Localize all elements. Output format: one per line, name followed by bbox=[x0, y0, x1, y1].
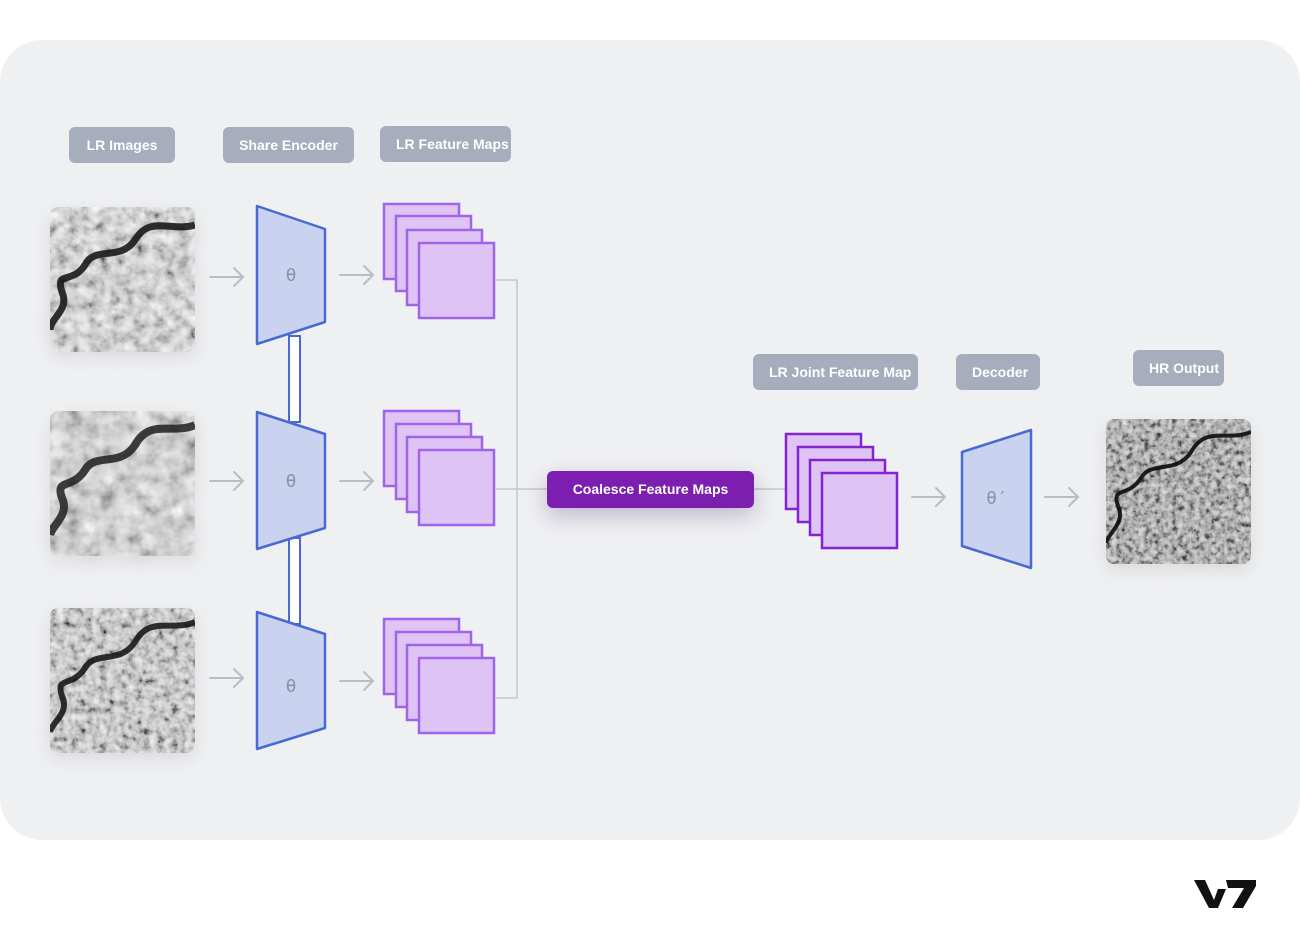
lr-image-2 bbox=[50, 411, 195, 556]
label-hr-output: HR Output bbox=[1133, 350, 1224, 386]
lr-image-1 bbox=[50, 207, 195, 352]
coalesce-feature-maps-box: Coalesce Feature Maps bbox=[547, 471, 754, 508]
coalesce-connector bbox=[495, 279, 786, 699]
arrows-to-encoders bbox=[209, 267, 245, 688]
label-decoder: Decoder bbox=[956, 354, 1040, 390]
encoder-1-symbol: θ bbox=[286, 265, 297, 286]
diagram-panel bbox=[0, 40, 1300, 840]
encoder-3-symbol: θ bbox=[286, 676, 297, 697]
decoder-symbol: θ′ bbox=[986, 488, 1008, 509]
feature-map-stack-3 bbox=[382, 617, 496, 735]
encoder-2: θ bbox=[255, 410, 327, 551]
decoder: θ′ bbox=[960, 428, 1033, 570]
encoder-3: θ bbox=[255, 610, 327, 751]
lr-image-3 bbox=[50, 608, 195, 753]
label-lr-images: LR Images bbox=[69, 127, 175, 163]
v7-logo-icon bbox=[1194, 880, 1256, 908]
arrow-to-decoder bbox=[911, 487, 947, 507]
feature-map-stack-1 bbox=[382, 202, 496, 320]
label-lr-feature-maps: LR Feature Maps bbox=[380, 126, 511, 162]
label-lr-joint-feature-map: LR Joint Feature Map bbox=[753, 354, 918, 390]
arrow-to-output bbox=[1044, 487, 1080, 507]
encoder-1: θ bbox=[255, 204, 327, 346]
joint-feature-map-stack bbox=[784, 432, 899, 550]
label-share-encoder: Share Encoder bbox=[223, 127, 354, 163]
arrows-to-feature-maps bbox=[339, 265, 375, 691]
encoder-2-symbol: θ bbox=[286, 471, 297, 492]
feature-map-stack-2 bbox=[382, 409, 496, 527]
hr-output-image bbox=[1106, 419, 1251, 564]
